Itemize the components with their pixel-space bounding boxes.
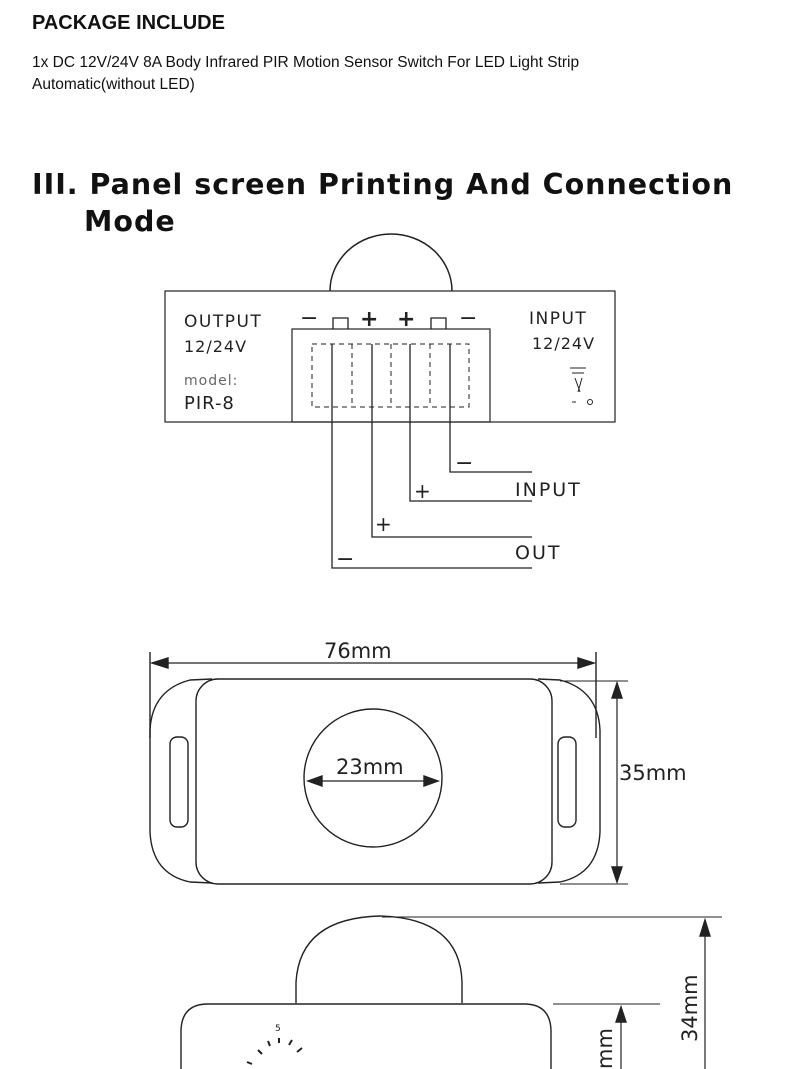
arrow-head <box>423 775 441 787</box>
panel-model-label: model: <box>184 373 238 389</box>
side-view-drawing <box>180 915 722 1069</box>
top-view-drawing <box>149 652 628 885</box>
wire-in-plus <box>409 344 532 502</box>
package-title: PACKAGE INCLUDE <box>32 12 225 34</box>
wire-input-minus-sign: − <box>455 451 473 476</box>
panel-output-voltage: 12/24V <box>184 337 247 356</box>
device-mounting-ears <box>149 678 601 884</box>
mount-slot-right <box>557 736 577 828</box>
package-description: 1x DC 12V/24V 8A Body Infrared PIR Motio… <box>32 54 580 93</box>
partial-dimension-label: mm <box>593 1028 617 1069</box>
arrow-head <box>149 657 169 669</box>
wiring-out-label: OUT <box>515 542 561 564</box>
sensor-symbol-icon <box>570 367 593 405</box>
knob-dial-icon <box>246 1038 303 1065</box>
section-title-line2: Mode <box>84 205 176 238</box>
width-dimension-label: 76mm <box>324 639 392 663</box>
terminal-sign: − <box>459 306 477 331</box>
section-title-line1: III. Panel screen Printing And Connectio… <box>32 168 734 201</box>
depth-dimension-label: 34mm <box>678 974 702 1042</box>
wire-out-plus <box>371 344 532 538</box>
arrow-head <box>577 657 597 669</box>
sensor-dome-outline <box>329 233 453 292</box>
panel-text: OUTPUT 12/24V model: PIR-8 INPUT 12/24V … <box>184 306 595 572</box>
terminal-sign: + <box>360 307 378 332</box>
arrow-head <box>699 917 711 937</box>
arrow-head <box>611 866 623 885</box>
lens-dimension-label: 23mm <box>336 755 404 779</box>
wire-out-minus-sign: − <box>336 547 354 572</box>
panel-diagram <box>164 233 616 569</box>
arrow-head <box>305 775 323 787</box>
device-body-top <box>195 678 553 885</box>
panel-input-label: INPUT <box>529 309 587 329</box>
height-dimension-label: 35mm <box>619 761 687 785</box>
terminal-sign: + <box>397 307 415 332</box>
wire-out-minus <box>331 344 532 569</box>
panel-input-voltage: 12/24V <box>532 334 595 353</box>
terminal-profile <box>332 317 447 329</box>
wiring-input-label: INPUT <box>515 479 582 501</box>
panel-model-value: PIR-8 <box>184 393 235 414</box>
wire-in-minus <box>449 344 532 473</box>
wire-out-plus-sign: + <box>375 512 392 536</box>
side-body-outline <box>180 1003 552 1069</box>
wire-input-plus-sign: + <box>414 479 431 503</box>
terminal-sign: − <box>300 306 318 331</box>
arrow-head <box>615 1004 627 1023</box>
sensor-lens-outline <box>303 708 443 848</box>
knob-mark-label: 5 <box>275 1024 281 1034</box>
terminal-dashed-area <box>311 343 470 408</box>
arrow-head <box>611 680 623 699</box>
mount-slot-left <box>169 736 189 828</box>
terminal-block <box>291 328 491 423</box>
panel-output-label: OUTPUT <box>184 312 262 332</box>
side-dome-outline <box>295 915 463 1003</box>
